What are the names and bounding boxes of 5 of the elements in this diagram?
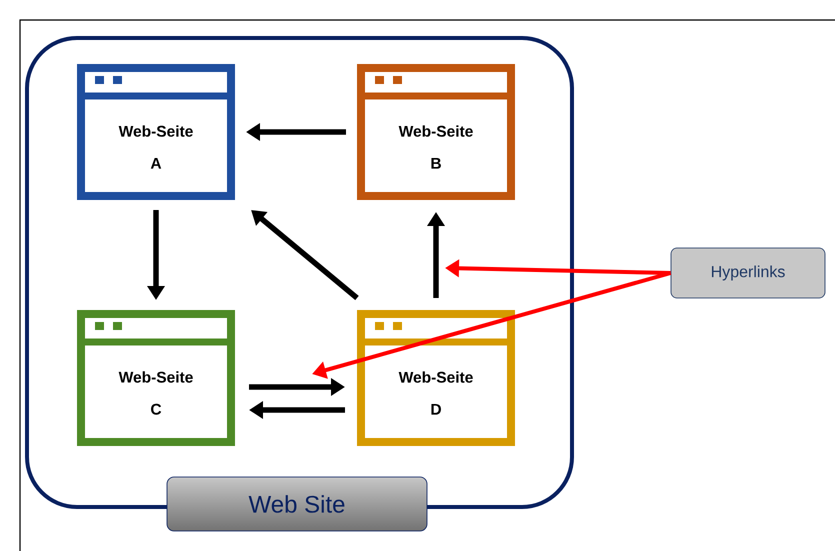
browser-window: Web-Seite B — [357, 64, 515, 200]
browser-window: Web-Seite A — [77, 64, 235, 200]
browser-window: Web-Seite C — [77, 310, 235, 446]
callout-box: Hyperlinks — [670, 248, 826, 298]
browser-window: Web-Seite D — [357, 310, 515, 446]
